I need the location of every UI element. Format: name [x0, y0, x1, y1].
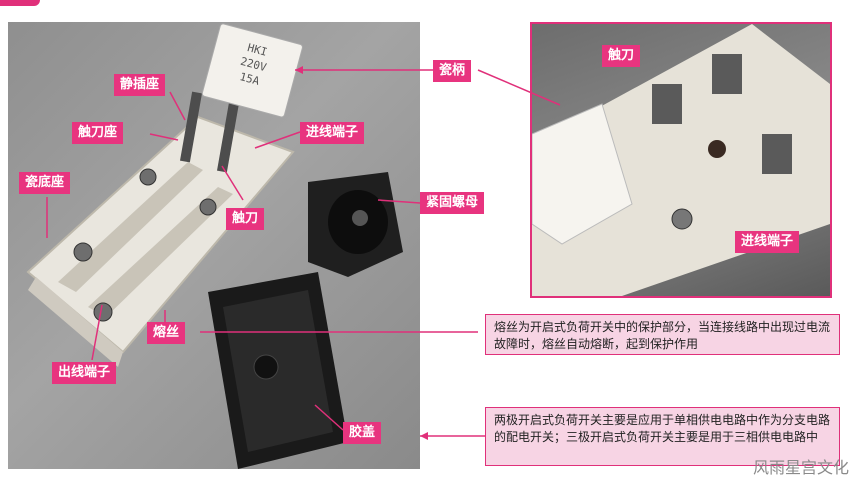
inset-terminal	[762, 134, 792, 174]
label-blade-seat: 触刀座	[72, 122, 124, 144]
note-fuse: 熔丝为开启式负荷开关中的保护部分，当连接线路中出现过电流故障时，熔丝自动熔断，起…	[485, 314, 840, 355]
label-porcelain-base: 瓷底座	[19, 172, 71, 194]
label-inset-blade: 触刀	[602, 45, 641, 67]
inset-base	[532, 24, 830, 296]
inset-handle	[531, 103, 633, 245]
cover-shape	[208, 272, 348, 469]
blade	[179, 91, 203, 163]
switch-photo: HKI 220V 15A	[8, 22, 420, 469]
terminal-screw	[139, 168, 157, 186]
label-cover: 胶盖	[343, 422, 382, 444]
inset-terminal	[652, 84, 682, 124]
label-fuse: 熔丝	[147, 322, 186, 344]
handle-brand: HKI	[246, 41, 269, 59]
label-porcelain-handle: 瓷柄	[433, 60, 472, 82]
label-outgoing-terminal: 出线端子	[52, 362, 117, 384]
label-blade: 触刀	[226, 208, 265, 230]
handle-current: 15A	[238, 70, 261, 88]
label-static-socket: 静插座	[114, 74, 166, 96]
base-channel	[58, 162, 203, 292]
label-fastening-nut: 紧固螺母	[420, 192, 485, 214]
blade	[216, 101, 240, 173]
label-incoming-terminal: 进线端子	[300, 122, 365, 144]
top-accent-bar	[0, 0, 40, 6]
note-two-pole: 两极开启式负荷开关主要是应用于单相供电电路中作为分支电路的配电开关；三极开启式负…	[485, 407, 840, 466]
inset-terminal	[712, 54, 742, 94]
nut-shape	[308, 172, 403, 277]
terminal-screw	[199, 198, 217, 216]
label-inset-incoming-terminal: 进线端子	[735, 231, 800, 253]
terminal-screw	[73, 242, 93, 262]
inset-screw	[671, 208, 693, 230]
switch-illustration: HKI 220V 15A	[26, 23, 403, 469]
base-channel	[88, 187, 233, 317]
terminal-screw	[93, 302, 113, 322]
inset-illustration	[531, 24, 830, 296]
porcelain-handle: HKI 220V 15A	[201, 23, 303, 118]
watermark: 风雨星宫文化	[752, 458, 849, 477]
porcelain-base-side	[28, 277, 123, 367]
inset-hole	[708, 140, 726, 158]
